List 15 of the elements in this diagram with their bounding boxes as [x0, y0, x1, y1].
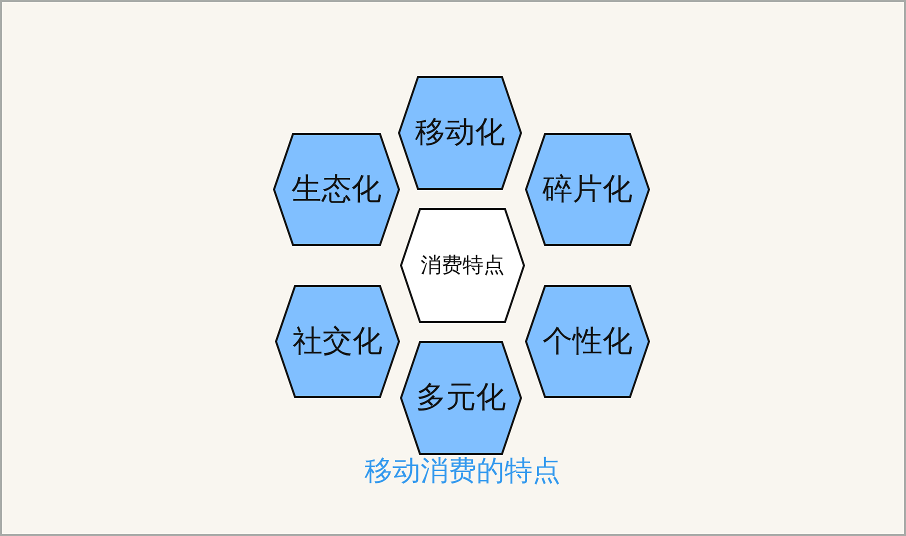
hexagon	[275, 285, 400, 398]
hexagon	[398, 76, 522, 190]
hexagon-label: 个性化	[542, 326, 632, 356]
hexagon-label: 多元化	[416, 383, 506, 413]
hexagon-label: 消费特点	[420, 255, 504, 276]
hexagon	[525, 285, 650, 398]
hexagon	[400, 208, 525, 323]
hexagon	[273, 133, 400, 246]
hexagon-label: 移动化	[415, 118, 505, 148]
caption: 移动消费的特点	[364, 458, 562, 486]
hexagon	[525, 133, 650, 246]
hexagon-label: 生态化	[292, 174, 382, 204]
hexagon-label: 社交化	[292, 326, 382, 356]
hexagon-label: 碎片化	[542, 174, 632, 204]
hexagon	[400, 341, 522, 455]
